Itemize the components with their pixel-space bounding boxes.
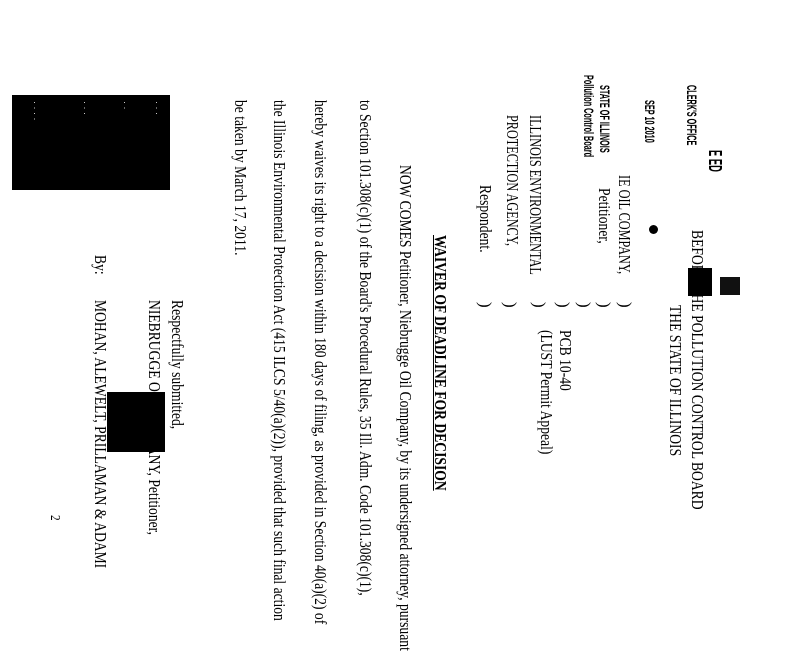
body-line: the Illinois Environmental Protection Ac…	[270, 100, 289, 621]
case-number: PCB 10-40	[556, 330, 575, 391]
body-line: NOW COMES Petitioner, Niebrugge Oil Comp…	[396, 165, 415, 651]
caption-paren: )	[501, 302, 520, 308]
header-line-1: BEFORE THE POLLUTION CONTROL BOARD	[688, 230, 707, 510]
petitioner-role: Petitioner,	[595, 188, 614, 244]
received-stamp-box: · · · · · · · · · · · ·	[12, 95, 170, 190]
body-line: be taken by March 17, 2011.	[231, 100, 250, 256]
signature-mark	[107, 392, 165, 452]
caption-paren: )	[530, 302, 549, 308]
corner-mark	[720, 277, 740, 295]
state-stamp: STATE OF ILLINOIS	[597, 85, 613, 153]
caption-paren: )	[575, 302, 594, 308]
respondent-line-2: PROTECTION AGENCY,	[503, 115, 522, 247]
board-stamp: Pollution Control Board	[581, 75, 597, 158]
body-line: to Section 101.308(c)(1) of the Board's …	[356, 100, 375, 596]
document-page: E ED CLERK'S OFFICE SEP 10 2010 STATE OF…	[12, 75, 740, 651]
filing-date-stamp: SEP 10 2010	[642, 100, 658, 143]
signature-firm: MOHAN, ALEWELT, PRILLAMAN & ADAMI	[91, 300, 110, 569]
signature-by: By:	[91, 255, 110, 275]
body-line: hereby waives its right to a decision wi…	[311, 100, 330, 625]
caption-paren: )	[595, 302, 614, 308]
page-number: 2	[47, 515, 62, 521]
case-type: (LUST Permit Appeal)	[537, 330, 556, 455]
clerks-office-stamp: CLERK'S OFFICE	[684, 85, 700, 146]
respondent-role: Respondent.	[476, 185, 495, 253]
received-stamp: E ED	[705, 150, 725, 172]
header-line-2: THE STATE OF ILLINOIS	[666, 305, 685, 457]
respondent-line-1: ILLINOIS ENVIRONMENTAL	[526, 115, 545, 275]
caption-paren: )	[616, 302, 635, 308]
signature-closing: Respectfully submitted,	[168, 300, 187, 430]
petitioner-name: IE OIL COMPANY,	[615, 175, 634, 275]
document-title: WAIVER OF DEADLINE FOR DECISION	[431, 235, 450, 491]
caption-paren: )	[554, 302, 573, 308]
caption-paren: )	[476, 302, 495, 308]
bullet-mark	[649, 225, 658, 234]
